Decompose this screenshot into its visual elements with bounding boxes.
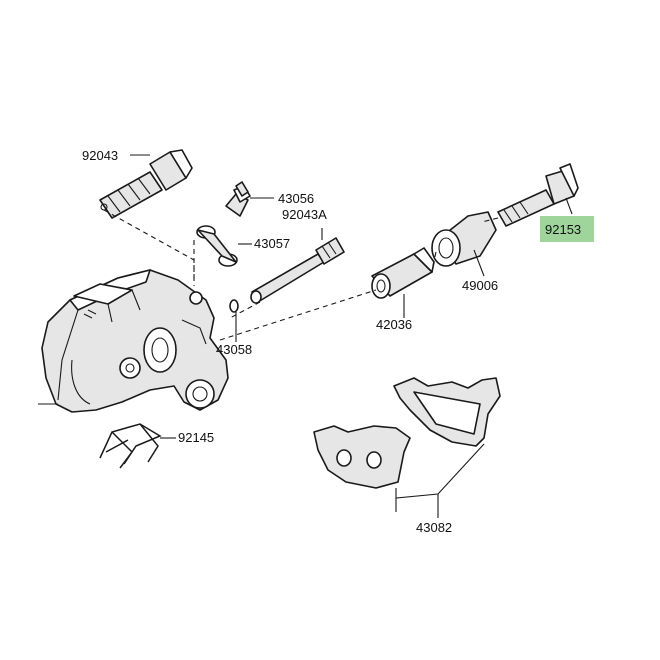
bleeder-43056 [225,181,251,217]
highlight-box [540,216,594,242]
part-number-label: 92043 [82,148,118,163]
part-number-label: 92043A [282,207,327,222]
part-number-label: 92145 [178,430,214,445]
part-number-label: 43058 [216,342,252,357]
part-number-label: 43056 [278,191,314,206]
caliper-body [38,269,229,413]
pin-92043A [250,237,345,304]
part-number-label: 43057 [254,236,290,251]
part-number-label: 42036 [376,317,412,332]
brake-pad-rear [393,377,501,447]
seal-43058 [229,299,239,313]
boot-49006 [431,211,497,267]
hose-link-43057 [196,225,238,267]
bolt-92153 [497,163,579,227]
spring-clip-92145 [99,423,162,469]
sleeve-42036 [371,247,435,299]
part-number-label: 43082 [416,520,452,535]
part-number-label: 49006 [462,278,498,293]
part-number-label: 92153 [545,222,581,237]
brake-pad-front [313,425,411,489]
